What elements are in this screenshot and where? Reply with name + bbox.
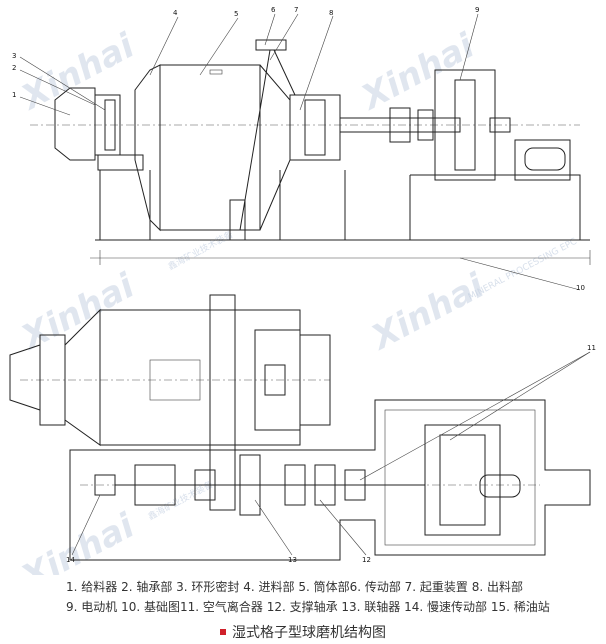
part-label: 8 xyxy=(329,9,333,17)
part-label: 1 xyxy=(12,91,16,99)
caption-text: 湿式格子型球磨机结构图 xyxy=(232,625,386,641)
part-label: 12 xyxy=(362,556,371,564)
part-label: 11 xyxy=(587,344,596,352)
ball-mill-structure-drawing: Xinhai Xinhai Xinhai Xinhai Xinhai 鑫海矿业技… xyxy=(9,6,596,575)
part-label: 13 xyxy=(288,556,297,564)
svg-text:Xinhai: Xinhai xyxy=(354,25,482,119)
parts-legend-line-1: 1. 给料器 2. 轴承部 3. 环形密封 4. 进料部 5. 筒体部6. 传动… xyxy=(66,580,523,594)
part-label: 9 xyxy=(475,6,479,14)
part-label: 6 xyxy=(271,6,276,14)
part-label: 10 xyxy=(576,284,585,292)
part-label: 3 xyxy=(12,52,16,60)
bullet-square-icon xyxy=(220,629,226,635)
watermark: Xinhai Xinhai Xinhai Xinhai Xinhai 鑫海矿业技… xyxy=(14,25,579,575)
svg-text:Xinhai: Xinhai xyxy=(14,25,142,119)
parts-legend-line-2: 9. 电动机 10. 基础图11. 空气离合器 12. 支撑轴承 13. 联轴器… xyxy=(66,600,550,614)
svg-text:鑫海矿业技术装备: 鑫海矿业技术装备 xyxy=(166,228,235,272)
svg-text:MINERAL PROCESSING EPC: MINERAL PROCESSING EPC xyxy=(467,237,579,303)
leader-lines xyxy=(19,13,591,556)
part-label: 4 xyxy=(173,9,178,17)
svg-text:Xinhai: Xinhai xyxy=(14,265,142,359)
svg-text:Xinhai: Xinhai xyxy=(14,505,142,575)
part-label: 5 xyxy=(234,10,238,18)
part-label: 14 xyxy=(66,556,75,564)
part-label: 7 xyxy=(294,6,298,14)
figure-caption: 湿式格子型球磨机结构图 xyxy=(220,622,386,642)
elevation-view xyxy=(30,39,591,265)
part-label: 2 xyxy=(12,64,16,72)
svg-text:Xinhai: Xinhai xyxy=(364,265,492,359)
plan-view xyxy=(9,294,591,561)
part-labels: 3 2 1 4 5 6 7 8 9 10 11 12 13 14 xyxy=(12,6,596,564)
